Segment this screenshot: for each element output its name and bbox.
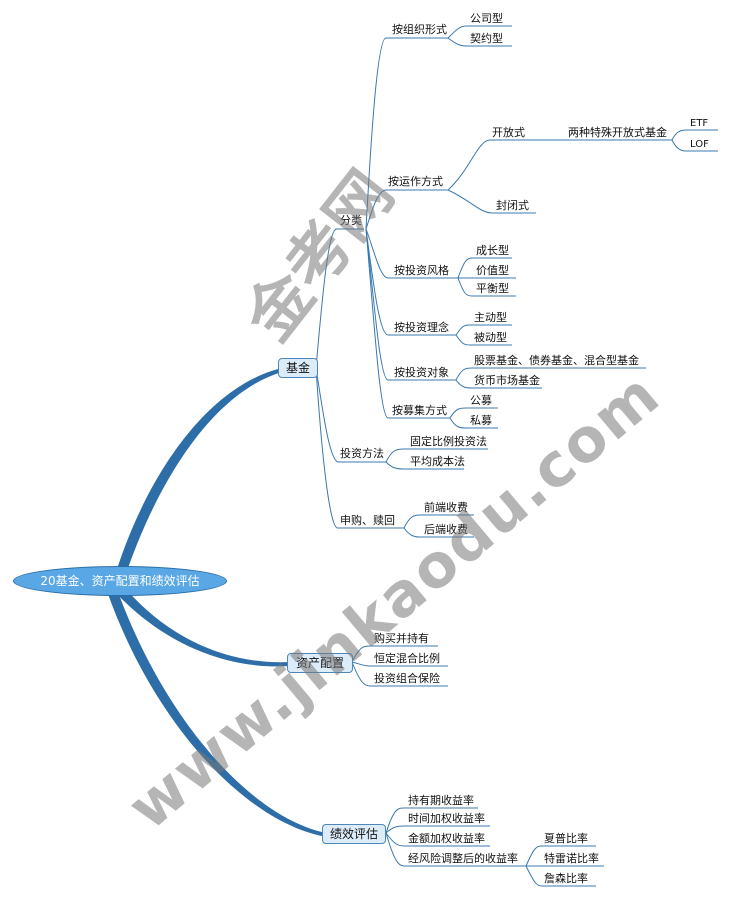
line-risk-jensen <box>525 865 596 887</box>
line-perf-risk <box>385 832 526 867</box>
line-purchase-front <box>403 514 474 529</box>
line-asset-3 <box>351 661 448 687</box>
line-risk-sharpe <box>525 845 596 867</box>
node-treynor[interactable]: 特雷诺比率 <box>544 852 599 865</box>
node-buy-hold[interactable]: 购买并持有 <box>374 632 429 645</box>
node-balance[interactable]: 平衡型 <box>476 282 509 295</box>
topic-asset-allocation[interactable]: 资产配置 <box>287 653 353 673</box>
node-money-market[interactable]: 货币市场基金 <box>474 374 540 387</box>
node-by-operation[interactable]: 按运作方式 <box>388 175 443 188</box>
line-idea-passive <box>455 334 512 346</box>
node-public[interactable]: 公募 <box>470 394 492 407</box>
node-back-fee[interactable]: 后端收费 <box>424 523 468 536</box>
node-private[interactable]: 私募 <box>470 414 492 427</box>
node-company-type[interactable]: 公司型 <box>470 12 503 25</box>
line-asset-1 <box>351 645 438 663</box>
node-purchase-redeem[interactable]: 申购、赎回 <box>340 514 395 527</box>
node-average-cost[interactable]: 平均成本法 <box>410 455 465 468</box>
node-front-fee[interactable]: 前端收费 <box>424 501 468 514</box>
line-raise-private <box>449 417 498 429</box>
node-contract-type[interactable]: 契约型 <box>470 32 503 45</box>
node-stock-bond-mixed[interactable]: 股票基金、债券基金、混合型基金 <box>474 354 639 367</box>
line-method-fixed <box>385 448 488 463</box>
thick-branch-perf <box>108 592 322 836</box>
line-classify-org <box>365 37 448 230</box>
line-asset-2 <box>351 661 448 667</box>
line-classify-op <box>365 189 448 230</box>
node-fixed-ratio[interactable]: 固定比例投资法 <box>410 435 487 448</box>
line-raise-public <box>449 407 498 419</box>
line-fund-method <box>315 367 386 463</box>
node-invest-method[interactable]: 投资方法 <box>340 447 384 460</box>
node-by-style[interactable]: 按投资风格 <box>394 264 449 277</box>
node-by-org[interactable]: 按组织形式 <box>392 23 447 36</box>
line-fund-purchase <box>315 367 404 529</box>
node-value[interactable]: 价值型 <box>476 264 509 277</box>
topic-performance[interactable]: 绩效评估 <box>322 824 386 844</box>
line-classify-idea <box>365 228 456 336</box>
line-idea-active <box>455 324 512 336</box>
topic-fund[interactable]: 基金 <box>278 358 318 378</box>
node-etf[interactable]: ETF <box>690 118 709 129</box>
line-perf-1 <box>385 807 478 834</box>
line-special-etf <box>671 129 718 141</box>
line-method-avg <box>385 461 464 470</box>
thick-branch-fund <box>118 368 282 568</box>
node-by-raise[interactable]: 按募集方式 <box>392 404 447 417</box>
node-active[interactable]: 主动型 <box>474 311 507 324</box>
node-classify[interactable]: 分类 <box>340 214 362 227</box>
line-org-contract <box>447 37 512 47</box>
line-object-money <box>455 379 542 389</box>
line-style-balance <box>457 277 516 297</box>
line-org-company <box>447 25 512 39</box>
line-op-open <box>447 139 560 191</box>
node-time-weighted[interactable]: 时间加权收益率 <box>408 812 485 825</box>
line-perf-2 <box>385 825 490 834</box>
line-style-growth <box>457 257 512 279</box>
line-object-mixed <box>455 367 646 381</box>
line-classify-style <box>365 228 458 279</box>
thick-branch-asset <box>115 588 290 667</box>
node-risk-adjusted[interactable]: 经风险调整后的收益率 <box>408 852 518 865</box>
node-holding-return[interactable]: 持有期收益率 <box>408 794 474 807</box>
node-growth[interactable]: 成长型 <box>476 244 509 257</box>
node-lof[interactable]: LOF <box>690 139 709 150</box>
line-perf-3 <box>385 832 490 847</box>
line-purchase-back <box>403 527 474 538</box>
node-constant-mix[interactable]: 恒定混合比例 <box>374 652 440 665</box>
node-closed-end[interactable]: 封闭式 <box>496 199 529 212</box>
node-by-idea[interactable]: 按投资理念 <box>394 321 449 334</box>
node-jensen[interactable]: 詹森比率 <box>544 872 588 885</box>
line-classify-object <box>365 228 456 381</box>
root-topic[interactable]: 20基金、资产配置和绩效评估 <box>13 566 227 596</box>
line-classify-raise <box>365 228 450 419</box>
node-open-end[interactable]: 开放式 <box>492 126 525 139</box>
node-portfolio-insurance[interactable]: 投资组合保险 <box>374 672 440 685</box>
node-passive[interactable]: 被动型 <box>474 331 507 344</box>
node-money-weighted[interactable]: 金额加权收益率 <box>408 832 485 845</box>
line-special-lof <box>671 139 718 152</box>
line-op-closed <box>447 189 536 214</box>
node-by-object[interactable]: 按投资对象 <box>394 366 449 379</box>
line-fund-classify <box>315 228 364 369</box>
node-sharpe[interactable]: 夏普比率 <box>544 832 588 845</box>
node-special-open[interactable]: 两种特殊开放式基金 <box>568 126 667 139</box>
